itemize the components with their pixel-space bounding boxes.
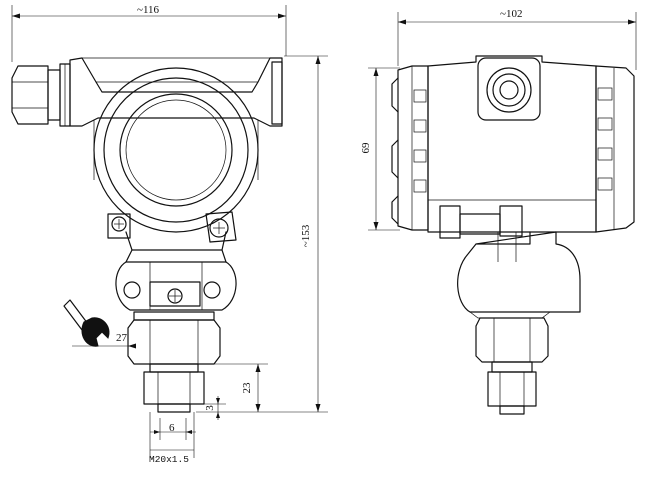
side-fins-left bbox=[391, 65, 429, 231]
hex-nut bbox=[127, 311, 221, 365]
side-fins-right bbox=[595, 65, 635, 233]
ground-screw-left bbox=[107, 213, 131, 239]
dim-thread-length: 23 bbox=[241, 382, 253, 394]
dim-thread-spec: M20x1.5 bbox=[149, 454, 189, 465]
front-view bbox=[11, 57, 283, 413]
dim-front-height: ~153 bbox=[300, 224, 312, 247]
front-dimensions: ~116 ~153 27 23 3 6 M20x1.5 bbox=[11, 4, 328, 465]
dim-tip: 3 bbox=[204, 405, 216, 411]
dim-side-height: 69 bbox=[360, 142, 372, 154]
wrench-icon bbox=[63, 299, 110, 347]
side-view bbox=[391, 55, 635, 415]
housing-neck bbox=[69, 57, 283, 127]
dim-wrench-size: 27 bbox=[116, 332, 128, 344]
dim-side-width: ~102 bbox=[500, 8, 522, 20]
dim-front-width: ~116 bbox=[137, 4, 160, 16]
side-dimensions: ~102 69 bbox=[360, 8, 637, 231]
lower-body bbox=[115, 231, 237, 311]
threaded-fitting bbox=[143, 363, 205, 413]
ground-screw-right bbox=[205, 211, 237, 243]
cable-gland-left bbox=[11, 63, 71, 127]
side-hex-nut bbox=[475, 317, 549, 363]
side-lower-body bbox=[457, 231, 581, 319]
dim-bore: 6 bbox=[169, 422, 175, 434]
side-housing bbox=[427, 55, 597, 239]
side-threaded-fitting bbox=[487, 361, 537, 415]
housing-cover bbox=[93, 67, 259, 233]
